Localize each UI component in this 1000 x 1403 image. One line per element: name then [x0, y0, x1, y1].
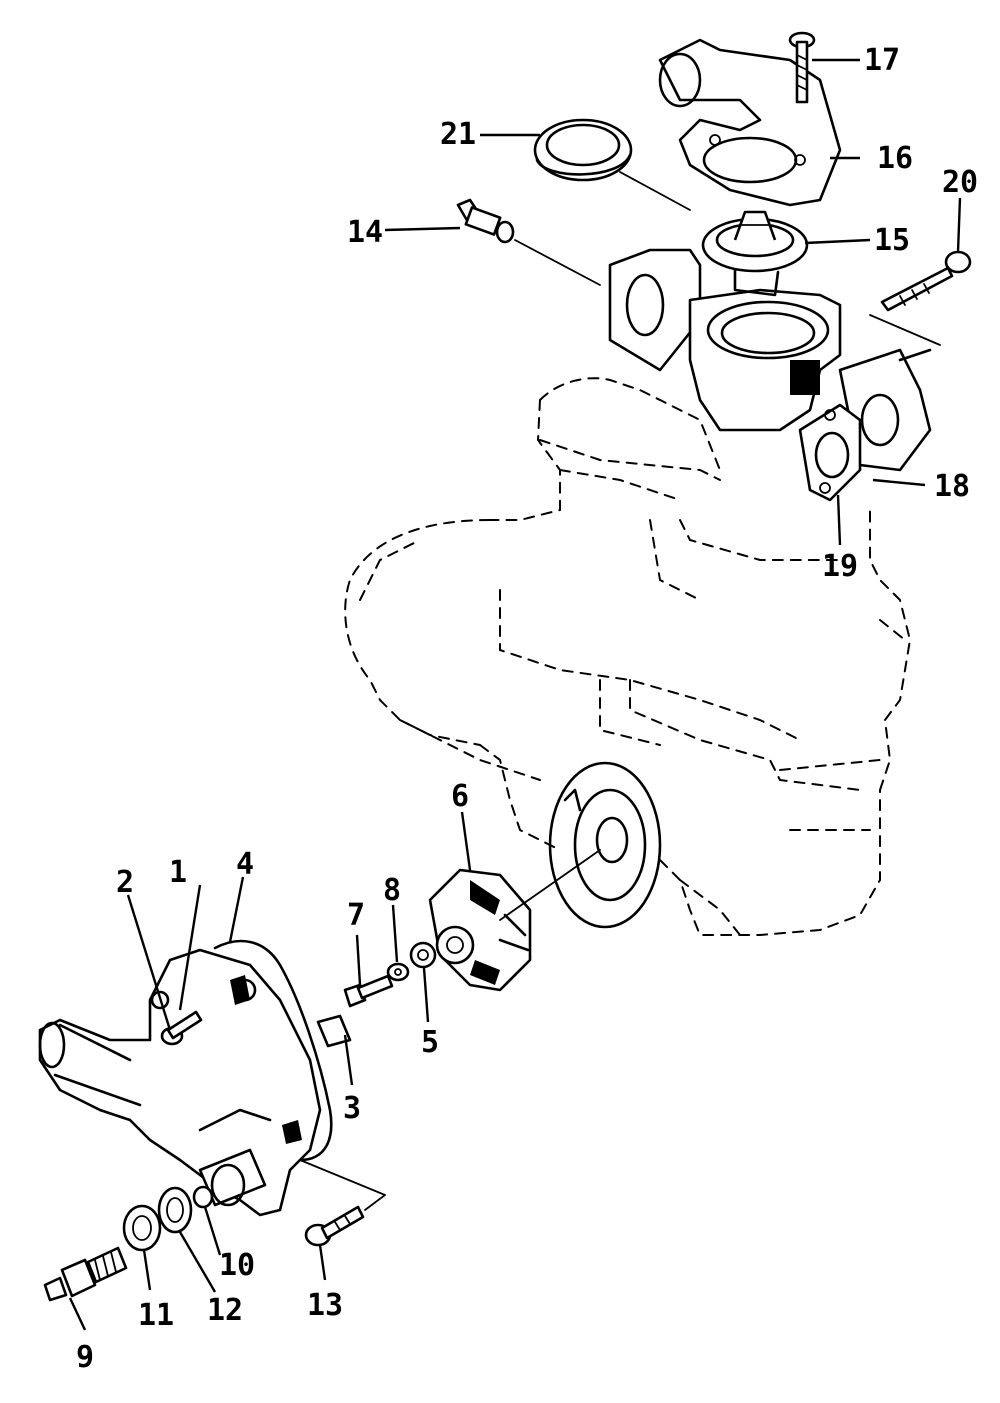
callout-17: 17	[864, 43, 900, 78]
engine-block-outline	[344, 377, 912, 936]
callout-13: 13	[307, 1288, 343, 1323]
impeller	[428, 868, 532, 992]
small-washer	[192, 1185, 214, 1209]
thermostat	[701, 210, 809, 297]
dowel-pin	[316, 1014, 352, 1048]
sealing-washer	[122, 1204, 162, 1252]
temperature-sender	[456, 198, 515, 244]
callout-5: 5	[421, 1025, 439, 1060]
cover-bolt	[788, 31, 816, 104]
callout-18: 18	[934, 469, 970, 504]
water-pump-housing	[38, 948, 322, 1217]
alignment-lines	[299, 171, 941, 1211]
callout-9: 9	[76, 1340, 94, 1375]
callout-21: 21	[440, 117, 476, 152]
callout-15: 15	[874, 223, 910, 258]
pump-bolt	[343, 974, 394, 1008]
drain-plug	[43, 1246, 128, 1302]
impeller-nut	[409, 941, 437, 969]
callout-14: 14	[347, 215, 383, 250]
seal-ring	[533, 118, 633, 182]
callout-16: 16	[877, 141, 913, 176]
pump-gasket	[213, 939, 333, 1162]
washer	[386, 962, 410, 982]
callout-12: 12	[207, 1293, 243, 1328]
callout-6: 6	[451, 779, 469, 814]
callout-1: 1	[169, 855, 187, 890]
callout-2: 2	[116, 865, 134, 900]
callout-20: 20	[942, 165, 978, 200]
engine-pulley	[548, 761, 662, 929]
flat-washer	[157, 1186, 193, 1234]
thermostat-housing	[608, 248, 932, 472]
callout-10: 10	[219, 1248, 255, 1283]
callout-3: 3	[343, 1091, 361, 1126]
callout-4: 4	[236, 847, 254, 882]
callout-11: 11	[138, 1298, 174, 1333]
callout-7: 7	[347, 898, 365, 933]
outlet-gasket	[798, 403, 862, 502]
callout-8: 8	[383, 873, 401, 908]
long-bolt	[880, 250, 972, 312]
lower-bolt	[304, 1205, 365, 1247]
callouts: 1 2 3 4 5 6 7 8 9 10 11 12 13 14 15 16 1	[68, 43, 978, 1375]
callout-19: 19	[822, 549, 858, 584]
housing-bolt	[160, 1010, 203, 1046]
thermostat-cover	[658, 38, 842, 207]
